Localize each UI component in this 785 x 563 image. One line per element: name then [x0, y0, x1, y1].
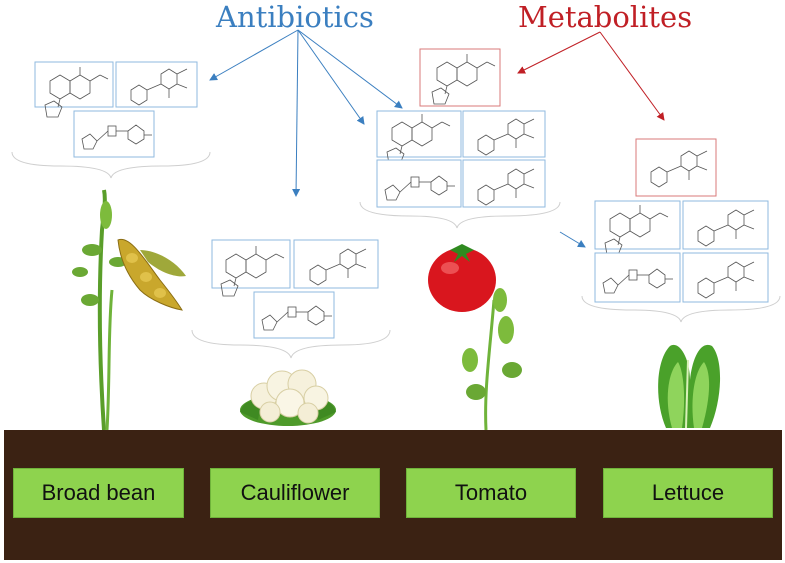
broad-bean-plant-icon [72, 189, 186, 431]
metabolite-arrows [517, 31, 665, 121]
tomato-structures [359, 48, 561, 229]
crop-label-lettuce: Lettuce [603, 468, 773, 518]
crop-label-broad-bean: Broad bean [13, 468, 184, 518]
cauliflower-icon [240, 369, 336, 426]
crop-label-tomato: Tomato [406, 468, 576, 518]
antibiotic-arrows [209, 29, 586, 248]
tomato-plant-icon [428, 244, 522, 431]
lettuce-icon [658, 344, 721, 429]
cauliflower-structures [191, 239, 391, 359]
crop-label-cauliflower: Cauliflower [210, 468, 380, 518]
antibiotics-heading: Antibiotics [216, 0, 374, 34]
lettuce-structures [581, 138, 781, 323]
metabolites-heading: Metabolites [518, 0, 693, 34]
broad-bean-structures [11, 61, 211, 179]
